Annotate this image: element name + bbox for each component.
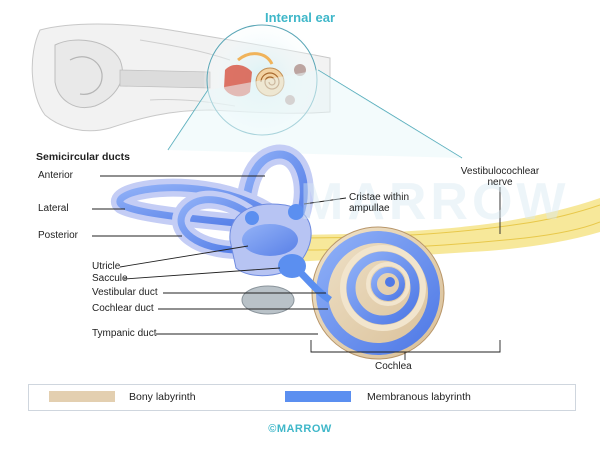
label-lateral: Lateral xyxy=(38,203,69,214)
zoom-cone xyxy=(168,70,462,158)
label-cristae-line2: ampullae xyxy=(349,203,390,214)
label-posterior: Posterior xyxy=(38,230,79,241)
footer-brand: ©MARROW xyxy=(268,423,332,435)
label-cochlea: Cochlea xyxy=(375,361,412,372)
diagram-title: Internal ear xyxy=(264,10,336,25)
label-tympanic-duct: Tympanic duct xyxy=(92,328,157,339)
legend-swatch-bony xyxy=(49,391,115,402)
leader-lines xyxy=(92,175,501,360)
label-nerve-line1: Vestibulocochlear xyxy=(460,166,540,177)
legend: Bony labyrinth Membranous labyrinth xyxy=(28,384,576,411)
label-nerve-line2: nerve xyxy=(487,177,513,188)
round-window xyxy=(241,285,295,315)
watermark: MARROW xyxy=(300,173,570,231)
legend-label-bony: Bony labyrinth xyxy=(129,391,196,403)
label-saccule: Saccule xyxy=(92,273,128,284)
label-anterior: Anterior xyxy=(38,170,74,181)
label-cristae-line1: Cristae within xyxy=(349,192,410,203)
legend-swatch-membranous xyxy=(285,391,351,402)
label-cochlear-duct: Cochlear duct xyxy=(92,303,154,314)
label-vestibular-duct: Vestibular duct xyxy=(92,287,158,298)
semicircular-ducts xyxy=(110,144,332,303)
cochlea xyxy=(311,226,445,360)
legend-label-membranous: Membranous labyrinth xyxy=(367,391,471,403)
label-semicircular-ducts: Semicircular ducts xyxy=(36,151,130,163)
label-utricle: Utricle xyxy=(92,261,121,272)
